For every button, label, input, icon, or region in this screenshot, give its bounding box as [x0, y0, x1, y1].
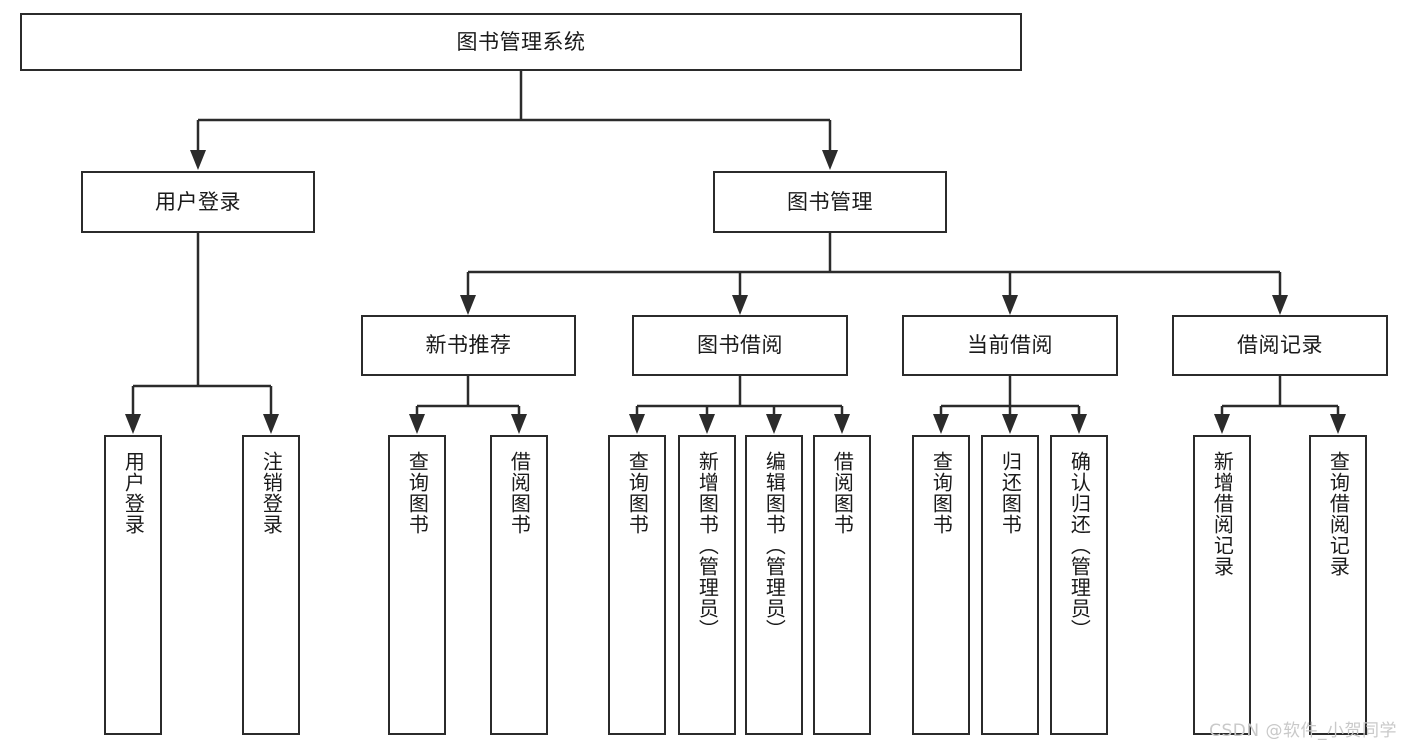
node-borrow-record[interactable]: 借阅记录	[1172, 315, 1388, 376]
leaf-borrow-borrow-book[interactable]: 借阅图书	[813, 435, 871, 735]
leaf-borrow-query-book[interactable]: 查询图书	[608, 435, 666, 735]
leaf-borrow-add-book[interactable]: 新增图书（管理员）	[678, 435, 736, 735]
node-current-borrow[interactable]: 当前借阅	[902, 315, 1118, 376]
node-label: 新增图书（管理员）	[695, 451, 720, 640]
node-label: 确认归还（管理员）	[1067, 451, 1092, 640]
node-label: 当前借阅	[967, 333, 1053, 358]
node-label: 查询图书	[405, 451, 430, 535]
node-label: 新书推荐	[425, 333, 512, 358]
node-label: 查询图书	[625, 451, 650, 535]
leaf-borrow-edit-book[interactable]: 编辑图书（管理员）	[745, 435, 803, 735]
leaf-current-return-book[interactable]: 归还图书	[981, 435, 1039, 735]
node-label: 图书管理	[787, 189, 873, 214]
node-root-system[interactable]: 图书管理系统	[20, 13, 1022, 71]
watermark: CSDN @软件_小贺同学	[1209, 721, 1397, 741]
leaf-record-add-record[interactable]: 新增借阅记录	[1193, 435, 1251, 735]
leaf-user-login-login[interactable]: 用户登录	[104, 435, 162, 735]
node-new-book-recommend[interactable]: 新书推荐	[361, 315, 576, 376]
node-label: 注销登录	[259, 451, 284, 535]
node-label: 新增借阅记录	[1210, 451, 1235, 577]
leaf-new-book-borrow[interactable]: 借阅图书	[490, 435, 548, 735]
node-label: 借阅图书	[507, 451, 532, 535]
node-book-borrow[interactable]: 图书借阅	[632, 315, 848, 376]
node-user-login[interactable]: 用户登录	[81, 171, 315, 233]
leaf-record-query-record[interactable]: 查询借阅记录	[1309, 435, 1367, 735]
node-label: 图书借阅	[697, 333, 783, 358]
leaf-user-login-logout[interactable]: 注销登录	[242, 435, 300, 735]
node-label: 查询借阅记录	[1326, 451, 1351, 577]
node-label: 借阅图书	[830, 451, 855, 535]
node-label: 编辑图书（管理员）	[762, 451, 787, 640]
node-label: 用户登录	[121, 451, 146, 535]
node-label: 用户登录	[155, 189, 241, 214]
leaf-current-query-book[interactable]: 查询图书	[912, 435, 970, 735]
node-book-management[interactable]: 图书管理	[713, 171, 947, 233]
node-label: 归还图书	[998, 451, 1023, 535]
node-label: 图书管理系统	[456, 29, 586, 54]
leaf-new-book-query[interactable]: 查询图书	[388, 435, 446, 735]
leaf-current-confirm-return[interactable]: 确认归还（管理员）	[1050, 435, 1108, 735]
node-label: 借阅记录	[1237, 333, 1323, 358]
node-label: 查询图书	[929, 451, 954, 535]
